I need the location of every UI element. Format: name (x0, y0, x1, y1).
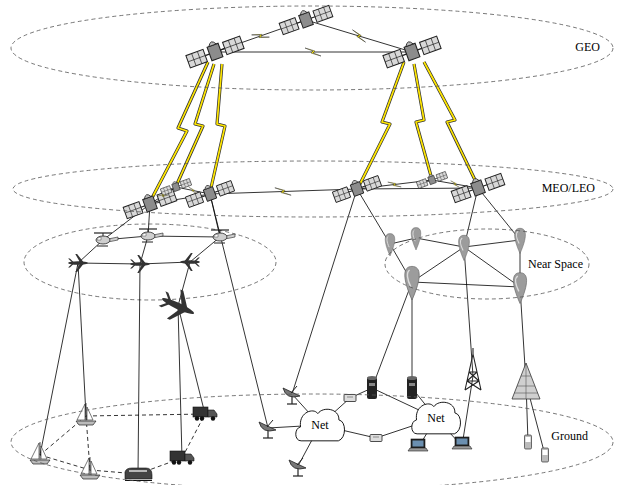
leo-satellite (184, 177, 235, 208)
dashed-link (86, 414, 205, 416)
airship-icon (405, 266, 419, 300)
layer-label: MEO/LEO (542, 181, 595, 195)
wireless-bolt (350, 30, 368, 42)
airship-icon (459, 235, 470, 260)
link-line (416, 238, 464, 247)
link-line (138, 264, 140, 474)
layer-label: GEO (575, 40, 600, 54)
network-label: Net (311, 418, 328, 432)
helicopter-icon (139, 229, 163, 242)
dish-antenna (259, 420, 276, 438)
lightning-link (360, 62, 404, 184)
helicopter-icon (94, 233, 118, 246)
ship-icon (30, 442, 50, 464)
radio-tower (465, 348, 481, 390)
network-cloud: Net (409, 399, 463, 437)
layer-label: Near Space (528, 257, 583, 271)
base-station (512, 363, 540, 399)
cloud-path (412, 402, 461, 434)
leo-satellite (450, 170, 505, 204)
laptop-icon (408, 439, 428, 451)
train-icon (125, 468, 152, 481)
wireless-bolt (450, 181, 460, 187)
router-icon (344, 395, 356, 402)
ship-icon (76, 403, 96, 425)
lightning-link (211, 64, 225, 188)
band-ellipse (11, 394, 613, 485)
lightning-link (360, 62, 404, 184)
link-line (178, 306, 182, 458)
laptop-icon (452, 437, 472, 449)
near-space-band: Near Space (384, 228, 590, 300)
wireless-bolt (305, 48, 321, 56)
link-line (210, 194, 268, 428)
orbit-band: MEO/LEO (12, 160, 614, 218)
geo-satellite (184, 32, 244, 68)
link-line (412, 282, 520, 287)
link-line (78, 263, 86, 416)
band-ellipse (385, 229, 589, 299)
airship-icon (411, 228, 421, 250)
layer-label: Ground (551, 429, 588, 443)
aircraft-group-outline (24, 224, 276, 300)
lightning-link (211, 64, 225, 188)
lightning-link (177, 64, 214, 184)
link-line (412, 247, 464, 282)
network-cloud: Net (293, 406, 347, 444)
lightning-link (414, 64, 431, 176)
lightning-link (424, 62, 476, 182)
router-icon (370, 435, 382, 442)
dish-antenna (289, 458, 306, 476)
band-ellipse (13, 161, 613, 217)
wireless-bolt (188, 187, 198, 194)
airship-icon (513, 273, 526, 304)
phone-icon (542, 448, 549, 462)
aircraft-icon (130, 255, 150, 273)
leo-satellite (331, 172, 382, 203)
lightning-link (177, 64, 214, 184)
truck-icon (193, 407, 217, 421)
wireless-bolt (275, 187, 291, 196)
geo-satellite (278, 2, 333, 36)
link-line (40, 263, 78, 455)
link-line (306, 20, 412, 52)
ground-terminal (407, 376, 417, 399)
link-line (464, 247, 520, 287)
link-line (464, 247, 473, 376)
wireless-bolt (158, 191, 169, 200)
aircraft-icon (180, 253, 200, 271)
wireless-bolt (252, 30, 270, 43)
wireless-bolt (388, 181, 401, 189)
geo-satellite (381, 32, 441, 68)
band-outline (10, 5, 614, 91)
band-outline (12, 160, 614, 218)
link-line (372, 282, 412, 388)
network-label: Net (427, 411, 444, 425)
helicopter-icon (211, 230, 235, 243)
link-line (464, 240, 520, 247)
lightning-link (424, 62, 476, 182)
link-line (478, 188, 520, 240)
leo-satellite (160, 176, 192, 196)
link-line (190, 237, 220, 262)
cloud-path (296, 409, 345, 441)
ground-terminal (367, 376, 377, 399)
phone-icon (525, 435, 532, 449)
lightning-link (414, 64, 431, 176)
link-line (292, 189, 357, 394)
truck-icon (170, 451, 194, 465)
airplane-icon (155, 284, 200, 328)
dish-antenna (283, 386, 300, 404)
leo-satellite (416, 169, 448, 189)
orbit-band: GEO (10, 5, 614, 91)
airship-icon (515, 228, 526, 253)
band-ellipse (11, 6, 613, 90)
ground-band: GroundNetNet (10, 355, 614, 485)
aircraft-icon (68, 254, 88, 272)
